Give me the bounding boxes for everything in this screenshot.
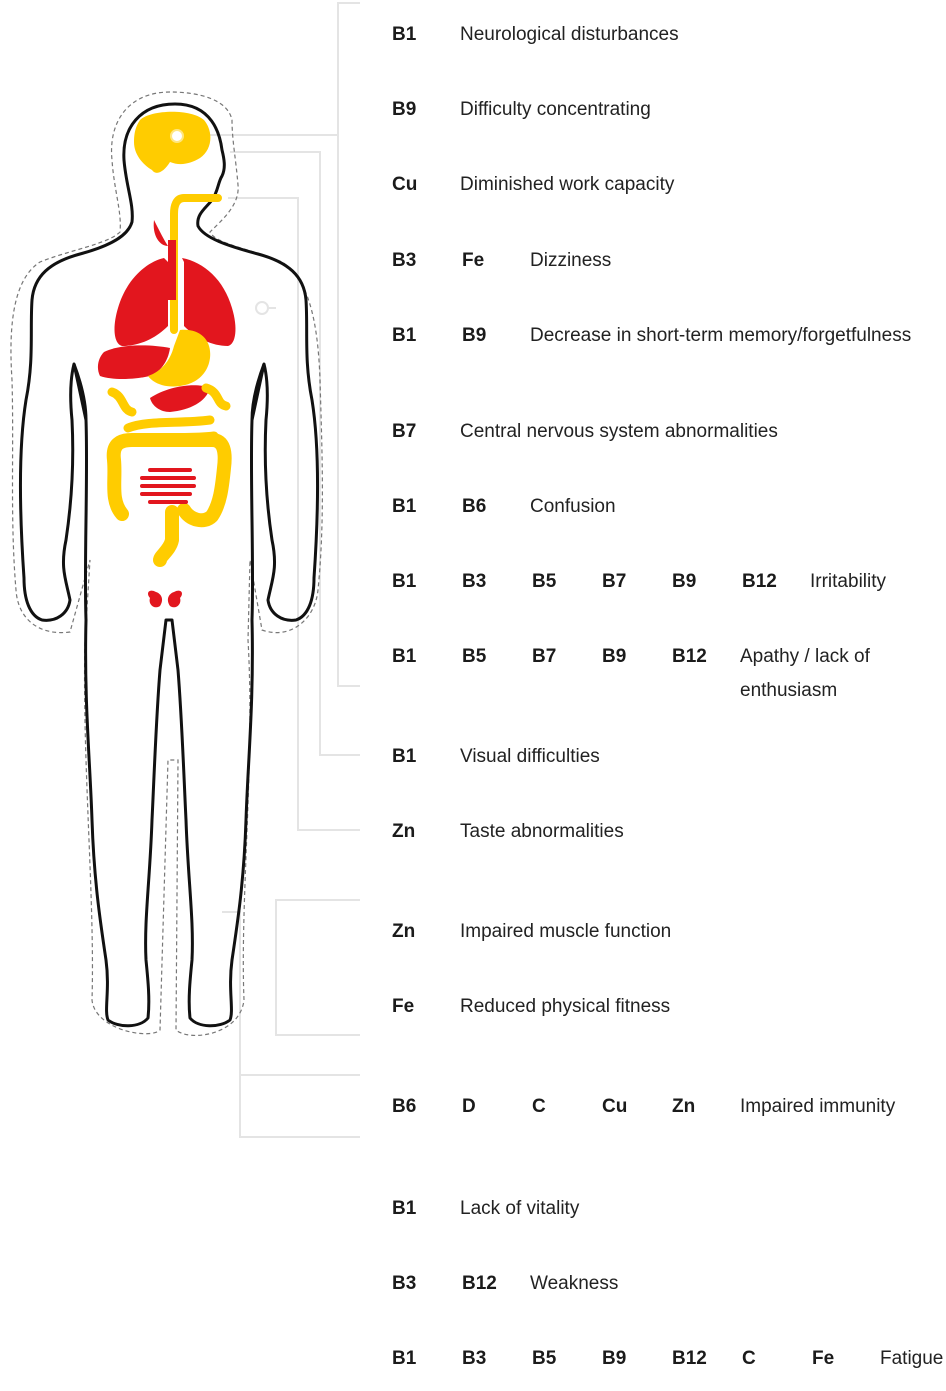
symptom-label: Apathy / lack of enthusiasm: [740, 646, 870, 701]
symptom-label: Decrease in short-term memory/forgetfuln…: [530, 325, 912, 346]
small-intestine-coil: [140, 468, 196, 504]
nutrient-badge: B5: [454, 638, 530, 676]
symptom-label: Dizziness: [530, 250, 612, 271]
nutrient-badge: Zn: [384, 813, 460, 851]
nutrient-badge: B1: [384, 317, 460, 355]
kidney-left-organ: [148, 590, 163, 608]
nutrient-badge: B1: [384, 16, 460, 54]
nutrient-badge: B7: [594, 563, 670, 601]
nutrient-badge: B1: [384, 563, 460, 601]
nutrient-badge: B9: [384, 91, 460, 129]
nutrient-badge: B1: [384, 1190, 460, 1228]
nutrient-badge: C: [734, 1340, 810, 1378]
esophagus-organ: [170, 194, 222, 334]
nutrient-badge: Zn: [664, 1088, 740, 1126]
nutrient-badge: B1: [384, 638, 460, 676]
nutrient-badge: B3: [454, 563, 530, 601]
symptom-label: Diminished work capacity: [460, 174, 675, 195]
nutrient-badge: B9: [594, 638, 670, 676]
nutrient-badge: Zn: [384, 913, 460, 951]
body-outline: [19, 102, 319, 1028]
nutrient-badge: Cu: [594, 1088, 670, 1126]
symptom-label: Irritability: [810, 571, 887, 592]
nutrient-badge: B5: [524, 1340, 600, 1378]
symptom-label: Impaired muscle function: [460, 921, 672, 942]
liver-organ: [97, 345, 170, 379]
nutrient-badge: B5: [524, 563, 600, 601]
brain-node: [170, 129, 184, 143]
connector-lines: [200, 2, 360, 1138]
stomach-organ: [148, 329, 211, 387]
nutrient-badge: B12: [664, 638, 740, 676]
symptom-label: Neurological disturbances: [460, 24, 679, 45]
left-lung-organ: [114, 258, 168, 346]
nutrient-badge: D: [454, 1088, 530, 1126]
nutrient-badge: B9: [594, 1340, 670, 1378]
large-intestine-organ: [106, 433, 232, 567]
nutrient-badge: B1: [384, 738, 460, 776]
nutrient-badge: Fe: [804, 1340, 880, 1378]
symptom-label: Taste abnormalities: [460, 821, 624, 842]
symptom-label: Fatigue: [880, 1348, 944, 1369]
nutrient-badge: Cu: [384, 166, 460, 204]
nutrient-badge: B12: [454, 1265, 530, 1303]
symptom-label: Weakness: [530, 1273, 619, 1294]
symptom-label: Confusion: [530, 496, 616, 517]
connector-node-chest: [255, 301, 269, 315]
symptom-label: Visual difficulties: [460, 746, 600, 767]
nutrient-badge: B12: [734, 563, 810, 601]
small-intestine-organ: [107, 383, 231, 447]
nutrient-badge: B3: [384, 1265, 460, 1303]
thyroid-organ: [153, 220, 168, 246]
nutrient-badge: B12: [664, 1340, 740, 1378]
nutrient-badge: B3: [454, 1340, 530, 1378]
nutrient-badge: B9: [454, 317, 530, 355]
symptom-label: Lack of vitality: [460, 1198, 580, 1219]
nutrient-badge: Fe: [384, 988, 460, 1026]
symptom-label: Central nervous system abnormalities: [460, 421, 778, 442]
nutrient-badge: C: [524, 1088, 600, 1126]
nutrient-badge: Fe: [454, 242, 530, 280]
kidney-right-organ: [167, 590, 182, 608]
right-lung-organ: [182, 258, 236, 346]
nutrient-badge: B6: [384, 1088, 460, 1126]
nutrient-badge: B7: [384, 413, 460, 451]
nutrient-badge: B1: [384, 1340, 460, 1378]
pancreas-organ: [150, 385, 210, 412]
nutrient-badge: B9: [664, 563, 740, 601]
human-body-figure: [10, 2, 360, 1138]
brain-organ: [134, 111, 211, 173]
symptom-label: Reduced physical fitness: [460, 996, 671, 1017]
symptom-label: Impaired immunity: [740, 1096, 896, 1117]
nutrient-badge: B1: [384, 488, 460, 526]
nutrient-badge: B3: [384, 242, 460, 280]
nutrient-badge: B6: [454, 488, 530, 526]
nutrient-badge: B7: [524, 638, 600, 676]
symptom-label: Difficulty concentrating: [460, 99, 651, 120]
